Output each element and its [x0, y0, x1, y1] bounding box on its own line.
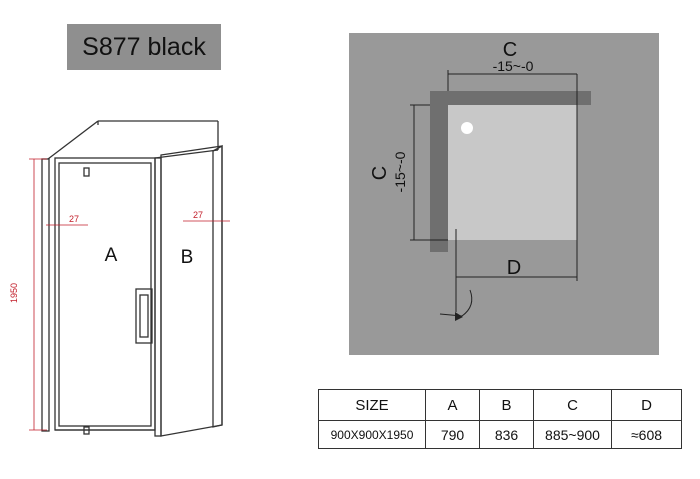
plan-view [410, 70, 591, 321]
d-label: D [507, 257, 521, 279]
c-top-range: -15~-0 [493, 58, 534, 74]
c-left-range: -15~-0 [392, 151, 408, 192]
swing-arrow-icon [455, 312, 463, 321]
door-label-a: A [105, 245, 118, 266]
c-top-label: C [503, 39, 517, 61]
cell-size: 900X900X1950 [318, 420, 426, 449]
left-wall-strip [430, 91, 448, 252]
table-header-row: SIZE A B C D [318, 389, 682, 421]
top-hinge [83, 167, 90, 177]
corner-post [154, 157, 162, 437]
back-wall-strip [430, 91, 591, 105]
c-left-label: C [369, 166, 391, 180]
cell-a: 790 [425, 420, 480, 449]
header-d: D [611, 389, 682, 421]
header-c: C [533, 389, 612, 421]
table-row: 900X900X1950 790 836 885~900 ≈608 [318, 420, 682, 449]
top-left-edge [47, 120, 99, 160]
door-frame [54, 157, 156, 431]
header-a: A [425, 389, 480, 421]
drain-icon [461, 122, 473, 134]
header-b: B [479, 389, 534, 421]
cell-d: ≈608 [611, 420, 682, 449]
size-spec-table: SIZE A B C D 900X900X1950 790 836 885~90… [318, 389, 682, 449]
height-label: 1950 [9, 283, 19, 303]
left-wall-profile [41, 158, 50, 432]
side-profile-label: 27 [193, 210, 203, 220]
header-size: SIZE [318, 389, 426, 421]
door-profile-label: 27 [69, 214, 79, 224]
door-glass [58, 162, 152, 427]
door-swing-arc [461, 289, 473, 317]
cell-b: 836 [479, 420, 534, 449]
right-wall-profile [212, 144, 223, 428]
side-label-b: B [181, 247, 194, 268]
height-dimension [29, 158, 47, 431]
product-title: S877 black [67, 24, 221, 70]
door-handle [135, 288, 153, 344]
cell-c: 885~900 [533, 420, 612, 449]
enclosure-front-view [41, 120, 223, 437]
